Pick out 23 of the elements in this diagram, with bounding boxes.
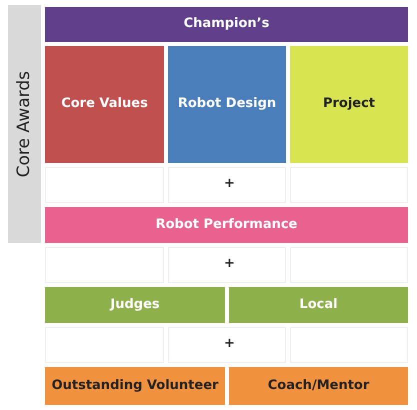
plus-sign: + bbox=[224, 176, 235, 191]
award-name: Coach/Mentor bbox=[268, 378, 370, 394]
award-name: Core Values bbox=[61, 97, 148, 112]
award-bar bbox=[45, 7, 408, 42]
award-name: Robot Performance bbox=[156, 218, 298, 232]
award-name: Local bbox=[299, 298, 338, 312]
award-box bbox=[45, 46, 164, 163]
award-box bbox=[290, 46, 408, 163]
award-bar bbox=[45, 287, 225, 323]
award-name: Project bbox=[322, 97, 376, 112]
award-box bbox=[168, 46, 286, 163]
award-bar bbox=[229, 287, 408, 323]
plus-sign: + bbox=[224, 336, 235, 351]
award-name: Robot Design bbox=[178, 97, 276, 112]
award-name: Judges bbox=[110, 298, 160, 312]
side-band bbox=[8, 5, 41, 243]
award-name: Champion’s bbox=[184, 17, 270, 32]
award-bar bbox=[45, 367, 225, 405]
vertical-label: Core Awards bbox=[14, 70, 34, 178]
award-bar bbox=[45, 207, 408, 243]
award-name: Outstanding Volunteer bbox=[52, 378, 218, 394]
plus-sign: + bbox=[224, 256, 235, 271]
award-bar bbox=[229, 367, 408, 405]
